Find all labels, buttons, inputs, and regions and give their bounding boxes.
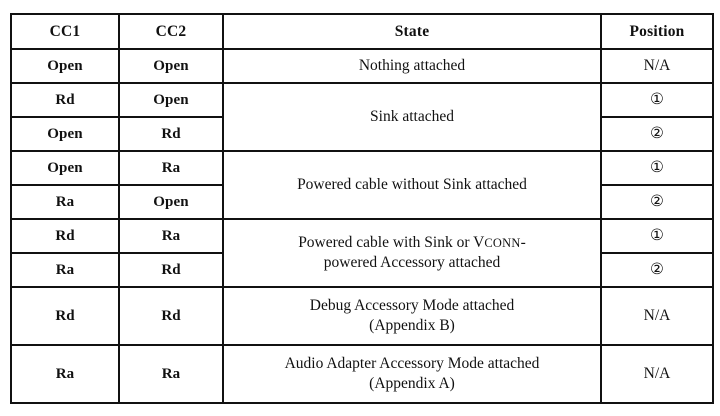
column-header-position: Position bbox=[600, 13, 714, 50]
cell-cc2: Ra bbox=[118, 218, 224, 254]
table-row: Rd Open Sink attached ① bbox=[10, 82, 714, 152]
column-header-state: State bbox=[222, 13, 602, 50]
cell-cc2: Ra bbox=[118, 150, 224, 186]
table-row: Ra Ra Audio Adapter Accessory Mode attac… bbox=[10, 344, 714, 404]
cell-state: Powered cable with Sink or VCONN-powered… bbox=[222, 218, 602, 288]
cell-cc1: Open bbox=[10, 150, 120, 186]
state-text-part-3: - bbox=[520, 233, 526, 251]
table-row: Open Rd ② bbox=[10, 116, 714, 152]
state-line-2: (Appendix B) bbox=[369, 317, 455, 334]
cell-state: Debug Accessory Mode attached (Appendix B… bbox=[222, 286, 602, 346]
table-row: Rd Rd Debug Accessory Mode attached (Appe… bbox=[10, 286, 714, 346]
cell-state: Audio Adapter Accessory Mode attached (Ap… bbox=[222, 344, 602, 404]
cell-position: N/A bbox=[600, 344, 714, 404]
table-row: Ra Rd ② bbox=[10, 252, 714, 288]
state-text-part-1: Powered cable with Sink or V bbox=[298, 233, 485, 251]
cell-cc2: Open bbox=[118, 184, 224, 220]
cell-position: N/A bbox=[600, 286, 714, 346]
table-row: Open Open Nothing attached N/A bbox=[10, 48, 714, 84]
cell-cc1: Ra bbox=[10, 252, 120, 288]
cell-cc2: Rd bbox=[118, 116, 224, 152]
state-line-1: Audio Adapter Accessory Mode attached bbox=[284, 354, 540, 372]
column-header-cc2: CC2 bbox=[118, 13, 224, 50]
state-line-1: Powered cable with Sink or VCONN- bbox=[298, 234, 526, 251]
table-row: Rd Ra Powered cable with Sink or VCONN-p… bbox=[10, 218, 714, 288]
cell-cc1: Ra bbox=[10, 344, 120, 404]
cell-cc1: Rd bbox=[10, 218, 120, 254]
cell-cc2: Rd bbox=[118, 286, 224, 346]
cell-position: ② bbox=[600, 116, 714, 152]
cell-position: ② bbox=[600, 184, 714, 220]
cell-cc1: Ra bbox=[10, 184, 120, 220]
cell-position: ① bbox=[600, 82, 714, 118]
table-row: Ra Open ② bbox=[10, 184, 714, 220]
cell-cc1: Open bbox=[10, 116, 120, 152]
table-header-row: CC1 CC2 State Position bbox=[10, 13, 714, 50]
cell-position: ② bbox=[600, 252, 714, 288]
cell-state: Sink attached bbox=[222, 82, 602, 152]
cc-state-table-container: CC1 CC2 State Position Open Open Nothing… bbox=[10, 13, 714, 404]
table-row: Open Ra Powered cable without Sink attac… bbox=[10, 150, 714, 220]
cell-cc2: Open bbox=[118, 48, 224, 84]
cell-cc2: Ra bbox=[118, 344, 224, 404]
cell-state: Powered cable without Sink attached bbox=[222, 150, 602, 220]
state-line-1: Debug Accessory Mode attached bbox=[309, 296, 515, 314]
cell-cc1: Rd bbox=[10, 82, 120, 118]
cell-cc2: Rd bbox=[118, 252, 224, 288]
state-line-2: powered Accessory attached bbox=[323, 254, 501, 271]
table-header: CC1 CC2 State Position bbox=[10, 13, 714, 50]
cell-cc1: Rd bbox=[10, 286, 120, 346]
state-text-smallcaps-vconn: CONN bbox=[484, 235, 521, 250]
table-body: Open Open Nothing attached N/A Rd Open S… bbox=[10, 48, 714, 404]
cell-position: ① bbox=[600, 150, 714, 186]
cc-state-table: CC1 CC2 State Position Open Open Nothing… bbox=[10, 13, 714, 404]
cell-cc1: Open bbox=[10, 48, 120, 84]
cell-position: N/A bbox=[600, 48, 714, 84]
column-header-cc1: CC1 bbox=[10, 13, 120, 50]
state-line-2: (Appendix A) bbox=[369, 375, 455, 392]
cell-cc2: Open bbox=[118, 82, 224, 118]
cell-position: ① bbox=[600, 218, 714, 254]
cell-state: Nothing attached bbox=[222, 48, 602, 84]
